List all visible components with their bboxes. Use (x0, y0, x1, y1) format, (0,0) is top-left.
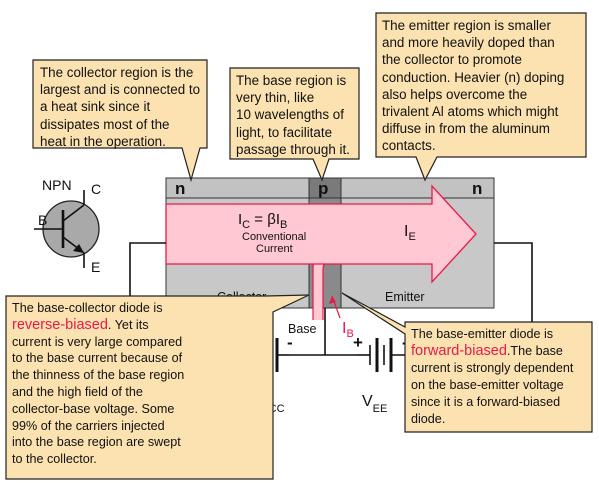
base-callout-bubble (229, 67, 360, 182)
collector-callout-text: The collector region is the largest and … (40, 65, 201, 149)
base-emitter-callout-bubble (341, 292, 593, 433)
emitter-label: Emitter (385, 290, 425, 304)
conventional-label: Conventional (242, 231, 306, 243)
emitter-callout-bubble (375, 12, 587, 182)
ib-label: IB (342, 320, 354, 340)
base-doping-label: p (318, 179, 328, 198)
collector-terminal-label: C (91, 181, 101, 197)
vcc-minus: - (287, 333, 293, 352)
npn-label: NPN (42, 177, 72, 193)
base-label: Base (288, 322, 317, 336)
emitter-doping-label: n (472, 179, 482, 198)
conventional-current-arrow (165, 184, 477, 284)
base-collector-callout-bubble (5, 294, 310, 480)
collector-doping-label: n (175, 179, 185, 198)
emitter-callout-text: The emitter region is smaller and more h… (382, 18, 565, 154)
forward-biased-highlight: forward-biased (411, 343, 507, 359)
emitter-terminal-label: E (91, 259, 100, 275)
base-terminal-label: B (38, 212, 47, 228)
base-callout-text: The base region is very thin, like 10 wa… (236, 73, 350, 157)
base-collector-callout-text: The base-collector diode is reverse-bias… (12, 301, 185, 467)
current-label: Current (256, 243, 293, 255)
npn-symbol (34, 190, 100, 268)
collector-callout-bubble (32, 59, 208, 183)
ic-equation: IC = βIB (238, 211, 287, 231)
vee-plus: + (353, 333, 363, 352)
base-emitter-callout-text: The base-emitter diode is forward-biased… (411, 327, 574, 426)
vee-label: VEE (362, 393, 387, 415)
reverse-biased-highlight: reverse-biased (12, 316, 108, 333)
ie-label: IE (404, 223, 416, 243)
